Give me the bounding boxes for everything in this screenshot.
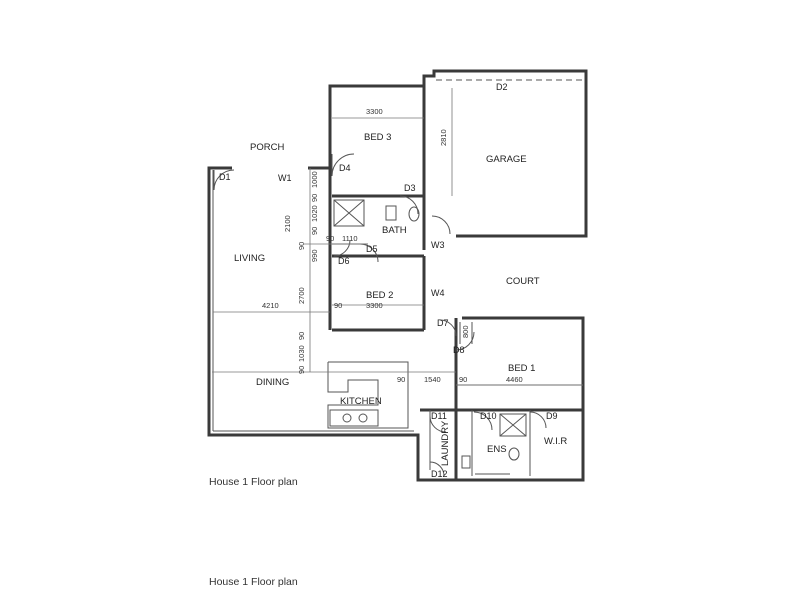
door-label-d5: D5 xyxy=(366,244,378,254)
dim-bed1-width: 4460 xyxy=(506,375,523,384)
door-label-d7: D7 xyxy=(437,318,449,328)
dimension-lines xyxy=(212,88,583,386)
dim-living-width: 4210 xyxy=(262,301,279,310)
dim-v-1000: 1000 xyxy=(310,171,319,188)
dim-h-1110: 1110 xyxy=(342,234,358,243)
dim-v-90a: 90 xyxy=(310,194,319,202)
door-label-d12: D12 xyxy=(431,469,448,479)
door-label-d11: D11 xyxy=(431,411,447,421)
room-label-bath: BATH xyxy=(382,225,407,236)
door-labels: D1 D2 D3 D4 D5 D6 D7 D8 D9 D10 D11 D12 W… xyxy=(219,82,558,479)
door-label-d1: D1 xyxy=(219,172,231,182)
window-label-w3: W3 xyxy=(431,240,445,250)
door-label-d6: D6 xyxy=(338,256,350,266)
dim-v-1020: 1020 xyxy=(310,205,319,222)
dim-h-90b: 90 xyxy=(334,301,342,310)
dim-h-90a: 90 xyxy=(326,234,334,243)
room-label-wir: W.I.R xyxy=(544,436,567,447)
floor-plan-caption: House 1 Floor plan xyxy=(209,476,298,488)
dimension-labels: 3300 2810 1000 90 1020 90 2100 90 990 90… xyxy=(262,107,523,384)
dim-h-90d: 90 xyxy=(459,375,467,384)
dim-v-90d: 90 xyxy=(297,332,306,340)
room-label-garage: GARAGE xyxy=(486,154,527,165)
room-label-dining: DINING xyxy=(256,377,289,388)
dim-bed2-width: 3300 xyxy=(366,301,383,310)
room-label-porch: PORCH xyxy=(250,142,284,153)
room-label-bed3: BED 3 xyxy=(364,132,391,143)
dim-h-90c: 90 xyxy=(397,375,405,384)
door-label-d2: D2 xyxy=(496,82,508,92)
floor-plan-caption-repeat: House 1 Floor plan xyxy=(209,576,298,588)
door-label-d9: D9 xyxy=(546,411,558,421)
room-label-living: LIVING xyxy=(234,253,265,264)
room-label-bed1: BED 1 xyxy=(508,363,535,374)
dim-v-2700: 2700 xyxy=(297,287,306,304)
dim-v-2100: 2100 xyxy=(283,215,292,232)
dim-v-800: 800 xyxy=(461,325,470,338)
room-label-laundry: LAUNDRY xyxy=(440,420,451,466)
door-label-d10: D10 xyxy=(480,411,497,421)
room-label-court: COURT xyxy=(506,276,540,287)
door-label-d8: D8 xyxy=(453,345,465,355)
room-labels: PORCH BED 3 GARAGE BATH LIVING COURT BED… xyxy=(234,132,567,466)
dim-v-1030: 1030 xyxy=(297,345,306,362)
door-label-d4: D4 xyxy=(339,163,351,173)
dim-bed3-width: 3300 xyxy=(366,107,383,116)
dim-v-90c: 90 xyxy=(297,242,306,250)
dim-h-1540: 1540 xyxy=(424,375,441,384)
door-label-d3: D3 xyxy=(404,183,416,193)
dim-garage-depth: 2810 xyxy=(439,129,448,146)
room-label-kitchen: KITCHEN xyxy=(340,396,382,407)
room-label-bed2: BED 2 xyxy=(366,290,393,301)
dim-v-90e: 90 xyxy=(297,366,306,374)
room-label-ens: ENS xyxy=(487,444,507,455)
dim-v-90b: 90 xyxy=(310,227,319,235)
window-label-w1: W1 xyxy=(278,173,292,183)
dim-v-990: 990 xyxy=(310,249,319,262)
window-label-w4: W4 xyxy=(431,288,445,298)
